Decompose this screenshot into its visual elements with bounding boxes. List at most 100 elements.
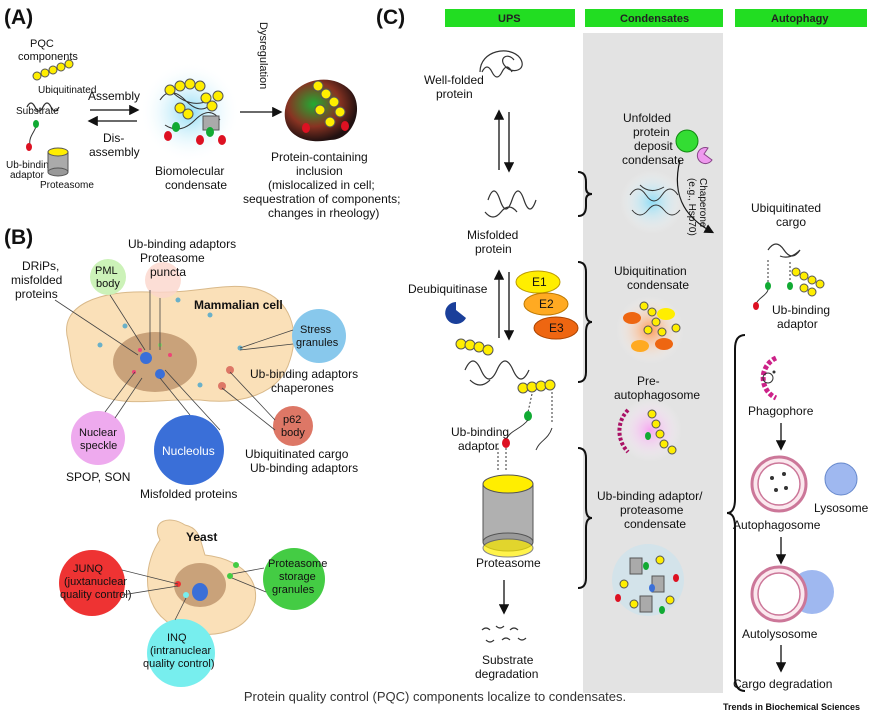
ub-binding-adaptor-r-label-1: Ub-binding [772, 303, 830, 317]
psg-label-1: Proteasome [268, 558, 327, 570]
spop-son-label: SPOP, SON [66, 470, 130, 484]
proteasome-label-a: Proteasome [40, 180, 94, 191]
yeast-psg-dot-2 [233, 562, 239, 568]
ub-adaptor-proteasome-label-3: condensate [624, 517, 686, 531]
ub-adaptors-chaperones-label-2: chaperones [271, 381, 334, 395]
mammalian-nucleolus-dot-2 [155, 369, 165, 379]
disassembly-label-2: assembly [89, 145, 140, 159]
nucleolus-circle [154, 415, 224, 485]
degraded-fragments-icon [481, 625, 527, 643]
e1-label: E1 [532, 275, 547, 289]
autolysosome-label: Autolysosome [742, 627, 818, 641]
autophagy-bracket [726, 334, 746, 692]
ubiquitination-condensate-icon [616, 296, 684, 364]
inclusion-label-1: Protein-containing [271, 150, 368, 164]
psg-circle [263, 548, 325, 610]
pqc-components-label-2: components [18, 51, 78, 63]
cell-puncta [97, 297, 243, 390]
substrate-degradation-label-2: degradation [475, 667, 538, 681]
p62-label-1: p62 [283, 414, 301, 426]
well-folded-label-1: Well-folded [424, 73, 484, 87]
unfolded-deposit-label-1: Unfolded [623, 111, 671, 125]
panel-b-label: (B) [4, 226, 33, 249]
proteasome-puncta-circle [145, 262, 181, 298]
well-folded-protein-icon [479, 50, 523, 78]
autophagosome-icon [750, 455, 808, 513]
pqc-components-label-1: PQC [30, 38, 54, 50]
inclusion-label-2: inclusion [296, 164, 343, 178]
bracket-proteasome [577, 447, 593, 589]
ubiquitinated-label: Ubiquitinated [38, 85, 96, 96]
psg-label-3: granules [272, 584, 315, 596]
panel-a-label: (A) [4, 6, 33, 29]
chaperone-icon [675, 129, 699, 153]
misfolded-label-2: protein [475, 242, 512, 256]
inq-circle [147, 619, 215, 687]
ub-adaptor-proteasome-label-2: proteasome [620, 503, 684, 517]
ubiquitination-condensate-label-2: condensate [627, 278, 689, 292]
unfolded-deposit-label-3: deposit [634, 139, 673, 153]
pml-label-2: body [96, 278, 120, 290]
drips-label-2: misfolded [11, 273, 62, 287]
mammalian-cell-label: Mammalian cell [194, 298, 283, 312]
nucleolus-label: Nucleolus [162, 444, 215, 458]
disassembly-label-1: Dis- [103, 131, 124, 145]
ubiq-cargo-label-2: Ub-binding adaptors [250, 461, 358, 475]
chaperone-label-2: (e.g., Hsp70) [686, 178, 697, 236]
psg-label-2: storage [279, 571, 316, 583]
autophagosome-label: Autophagosome [733, 518, 821, 532]
misfolded-proteins-label: Misfolded proteins [140, 487, 237, 501]
ub-binding-adaptor-c-label-2: adaptor [458, 439, 499, 453]
pre-autophagosome-icon [617, 398, 682, 462]
e1-shape [515, 270, 561, 294]
misfolded-label-1: Misfolded [467, 228, 518, 242]
pml-label-1: PML [95, 265, 118, 277]
panel-c-label: (C) [376, 6, 405, 29]
junq-circle [59, 550, 125, 616]
ubiq-cargo-c-label-2: cargo [776, 215, 806, 229]
e2-shape [523, 292, 569, 316]
mammalian-nucleus [113, 332, 197, 392]
ub-adaptors-top-label: Ub-binding adaptors [128, 237, 236, 251]
autophagy-cargo-icon [753, 243, 825, 310]
inq-label-2: (intranuclear [150, 645, 211, 657]
autophagy-header-bar [735, 9, 867, 27]
bracket-misfolded [577, 171, 593, 217]
ub-binding-adaptor-icon [26, 120, 39, 151]
proteasome-puncta-label-1: Proteasome [140, 251, 205, 265]
nuclear-speckle-label-2: speckle [80, 440, 117, 452]
drips-label-1: DRiPs, [22, 259, 59, 273]
autophagy-header: Autophagy [771, 13, 829, 25]
yeast-nucleolus [192, 583, 208, 601]
yeast-inq-dot [183, 592, 189, 598]
ups-header-bar [445, 9, 575, 27]
chaperone-pink-icon [696, 147, 713, 164]
yeast-label: Yeast [186, 530, 217, 544]
p62-label-2: body [281, 427, 305, 439]
junq-label-1: JUNQ [73, 563, 103, 575]
ub-adaptor-proteasome-label-1: Ub-binding adaptor/ [597, 489, 703, 503]
ubiq-cargo-c-label-1: Ubiquitinated [751, 201, 821, 215]
drips-label-3: proteins [15, 287, 58, 301]
unfolded-deposit-label-2: protein [633, 125, 670, 139]
chaperone-label-1: Chaperone [697, 178, 708, 228]
ub-binding-adaptor-r-label-2: adaptor [777, 317, 818, 331]
ubiquitin-chain-icon [32, 59, 74, 81]
inclusion-label-4: sequestration of components; [243, 192, 400, 206]
pml-body-circle [90, 259, 126, 295]
substrate-icon [26, 102, 60, 112]
e2-label: E2 [539, 297, 554, 311]
condensates-header: Condensates [620, 13, 689, 25]
figure-caption: Protein quality control (PQC) components… [243, 689, 627, 704]
condensates-header-bar [585, 9, 723, 27]
lysosome-icon [824, 462, 858, 496]
unfolded-deposit-condensate-icon [620, 170, 684, 234]
condensate-label-1: Biomolecular [155, 164, 224, 178]
yeast-callout-lines [121, 567, 267, 621]
proteasome-large-icon [482, 474, 534, 558]
junq-label-2: (juxtanuclear [64, 576, 127, 588]
p62-body-circle [273, 406, 313, 446]
ubiquitinated-substrate-icon [455, 338, 556, 470]
assembly-label: Assembly [88, 89, 140, 103]
ubiquitination-condensate-label-1: Ubiquitination [614, 264, 687, 278]
